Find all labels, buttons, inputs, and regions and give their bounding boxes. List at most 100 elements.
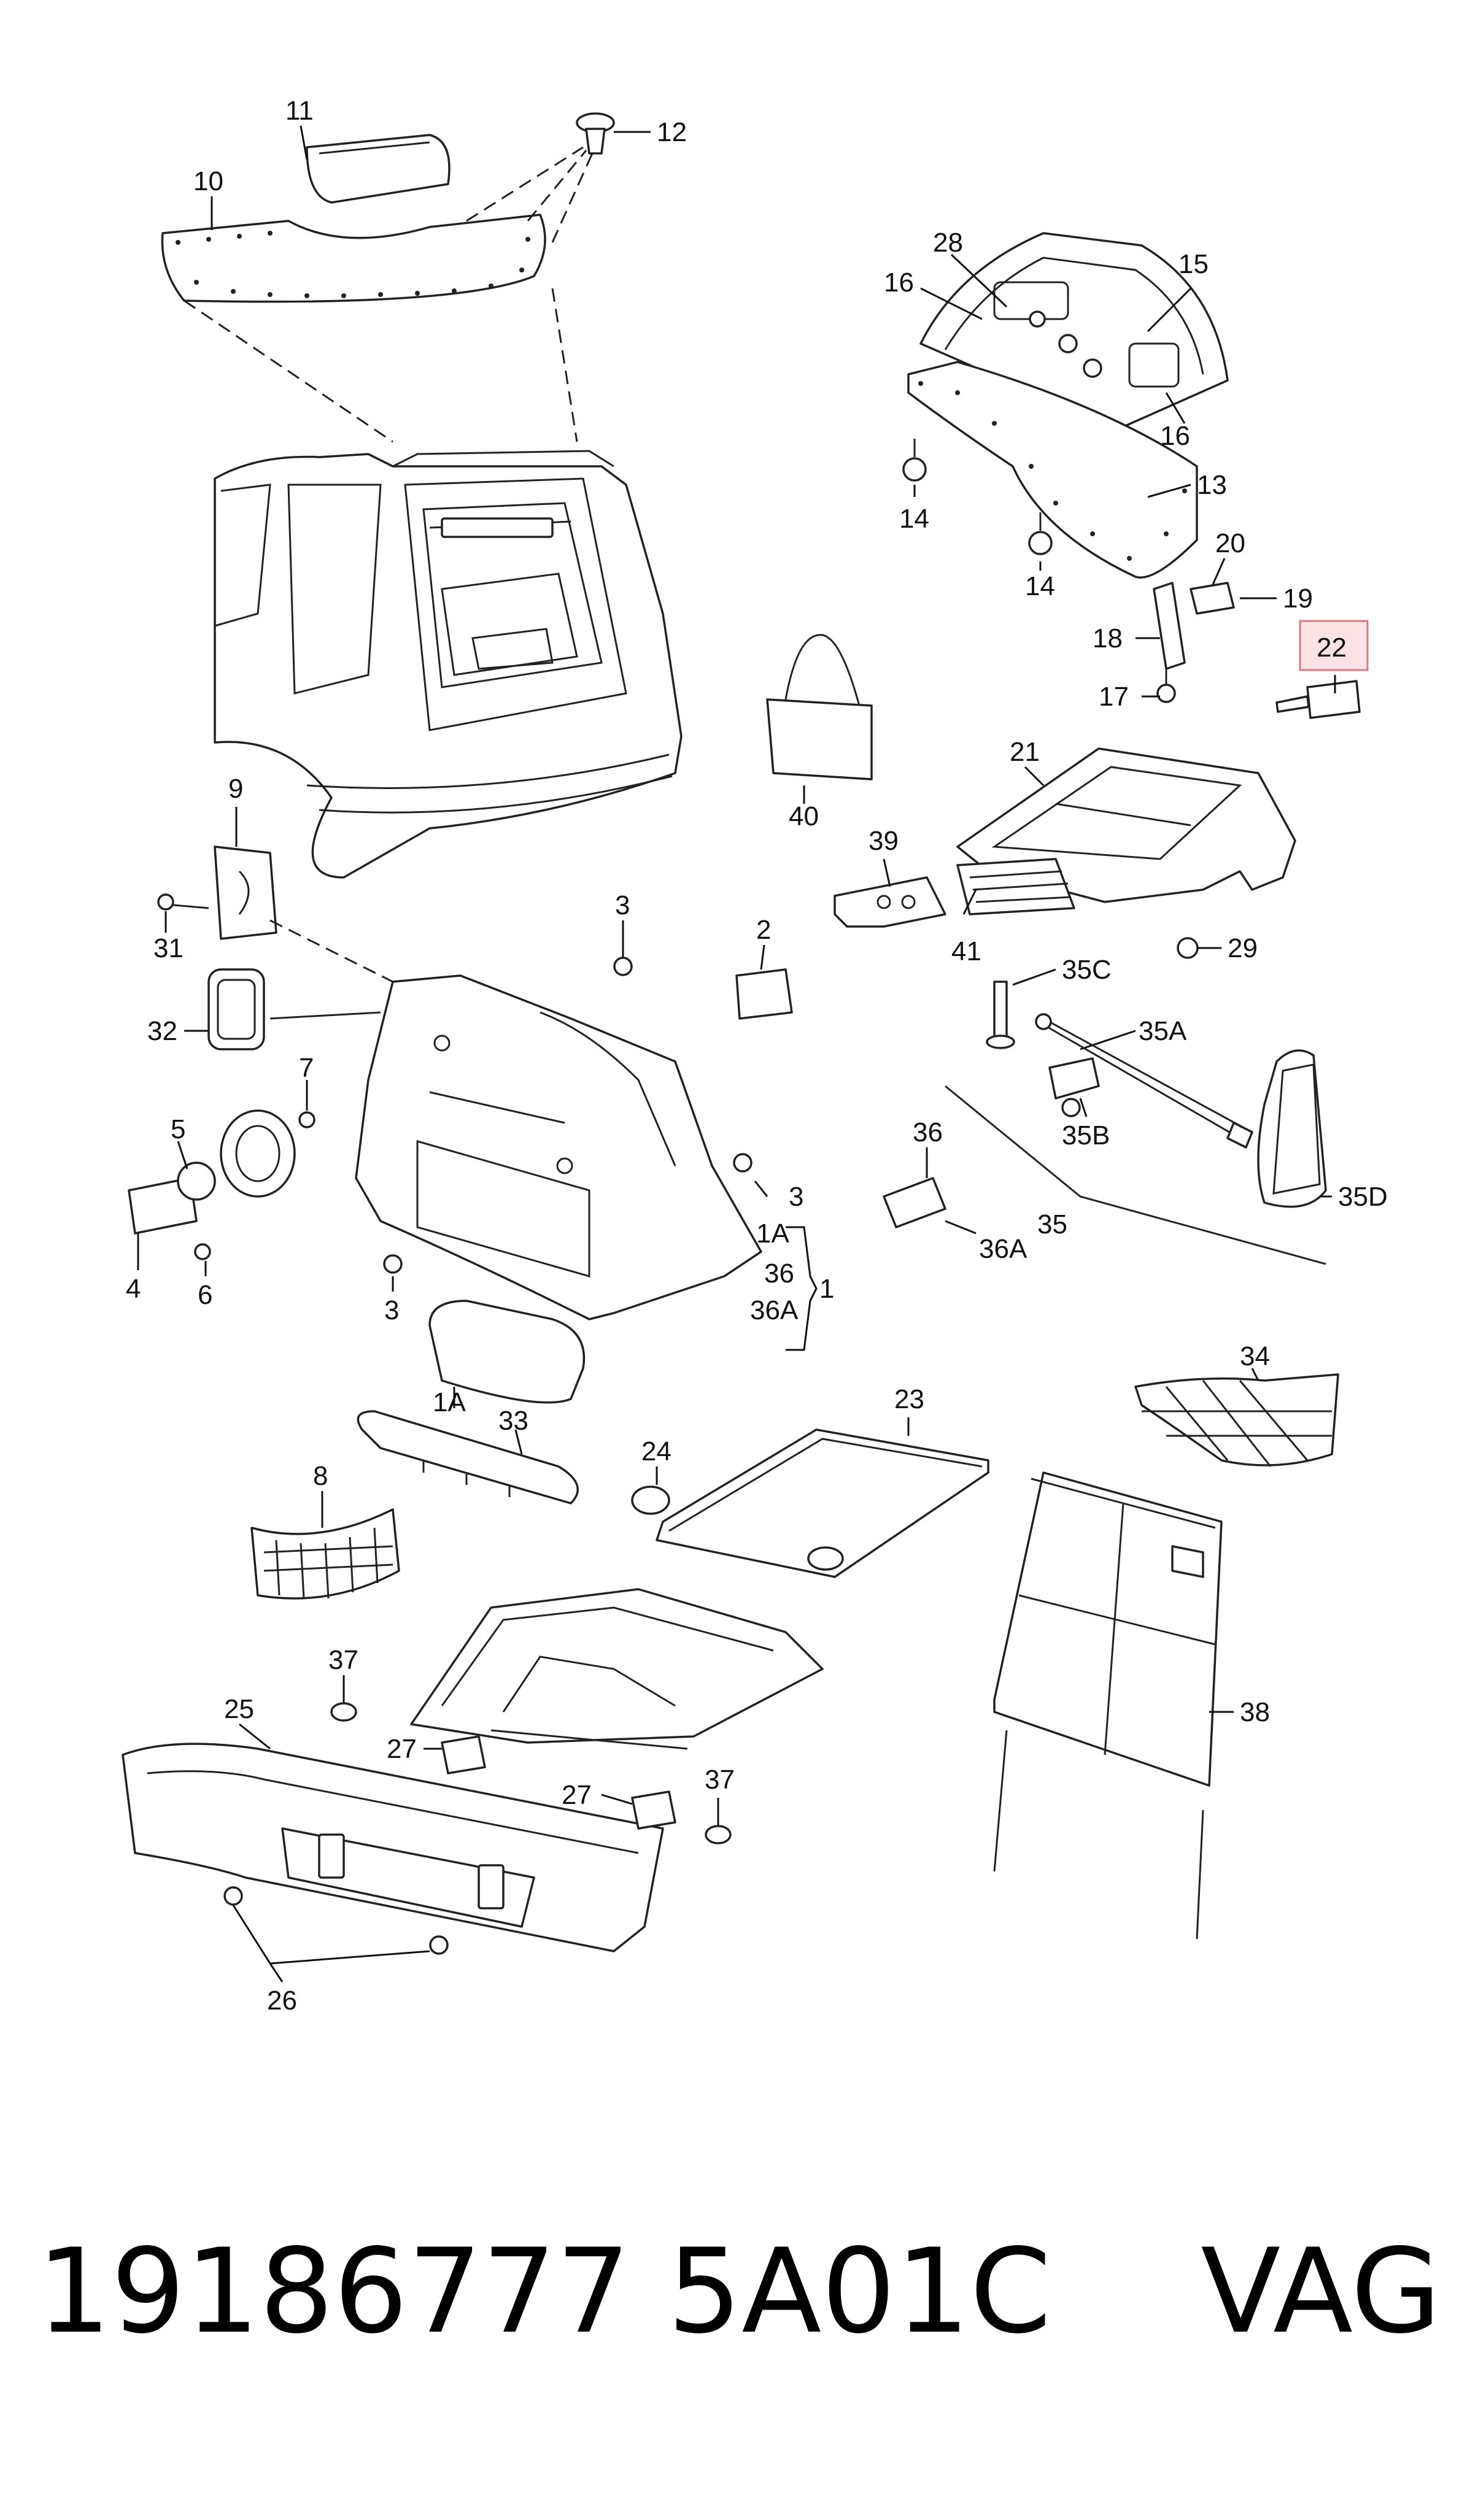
callout-17: 17 xyxy=(1099,682,1129,712)
sill-strip-part-33 xyxy=(357,1410,579,1505)
pin-part-35C xyxy=(986,981,1015,1049)
brand-label: VAG xyxy=(1201,2224,1441,2359)
knob-part-24 xyxy=(631,1485,670,1515)
callout-2: 2 xyxy=(756,915,771,945)
callout-7: 7 xyxy=(299,1053,314,1083)
callout-32: 32 xyxy=(147,1016,177,1046)
screws-part-15 xyxy=(1029,310,1102,378)
callout-24: 24 xyxy=(641,1436,671,1466)
callout-12: 12 xyxy=(657,117,687,147)
cover-part-1A xyxy=(428,1300,586,1404)
cargo-cover-part-38 xyxy=(993,1471,1223,1940)
trunk-floor-assembly xyxy=(410,1588,824,1750)
bolt-part-22 xyxy=(1275,680,1361,719)
callout-20: 20 xyxy=(1215,528,1245,558)
callout-8: 8 xyxy=(313,1461,328,1491)
callout-23: 23 xyxy=(894,1384,924,1414)
callout-28: 28 xyxy=(933,228,963,258)
part-number: 19186777 5A01C xyxy=(37,2224,1051,2359)
callout-16a: 16 xyxy=(884,268,914,298)
callout-26: 26 xyxy=(267,1986,297,2016)
callout-labels: 11 12 10 28 15 16 16 13 14 14 20 19 18 1… xyxy=(126,96,1388,2016)
clip-part-12 xyxy=(576,112,615,155)
callout-10: 10 xyxy=(193,166,223,196)
footer: 19186777 5A01C VAG xyxy=(0,2233,1478,2418)
tailgate-trim-part-10 xyxy=(161,214,546,303)
callout-3b: 3 xyxy=(789,1182,803,1212)
callout-19: 19 xyxy=(1283,584,1313,614)
bulb-holder-part-35B xyxy=(1048,1057,1100,1117)
callout-6: 6 xyxy=(198,1280,212,1310)
callout-15: 15 xyxy=(1178,249,1209,279)
screw-part-31 xyxy=(157,893,209,911)
callout-25: 25 xyxy=(224,1694,254,1724)
connector-part-36 xyxy=(883,1177,946,1228)
callout-35A: 35A xyxy=(1139,1016,1187,1046)
highlight-box-part-22 xyxy=(1299,620,1369,671)
callout-14b: 14 xyxy=(1025,571,1055,601)
callout-37b: 37 xyxy=(705,1765,735,1795)
callout-27b: 27 xyxy=(562,1780,592,1810)
sill-trim-part-13 xyxy=(907,361,1198,579)
callout-3c: 3 xyxy=(384,1295,399,1325)
hook-part-9 xyxy=(214,846,277,940)
holder-part-4 xyxy=(128,1177,198,1235)
callout-37a: 37 xyxy=(328,1645,358,1675)
latch-part-18 xyxy=(1153,582,1235,670)
callout-33: 33 xyxy=(498,1406,528,1436)
callout-40: 40 xyxy=(789,801,819,831)
clip-part-37 xyxy=(330,1702,732,1844)
liner-part-8 xyxy=(250,1508,400,1600)
callout-4: 4 xyxy=(126,1274,141,1304)
net-part-34 xyxy=(1134,1373,1339,1467)
callout-29: 29 xyxy=(1228,933,1258,963)
callout-11: 11 xyxy=(285,96,314,126)
callout-35C: 35C xyxy=(1062,955,1112,985)
mat-part-41 xyxy=(956,858,1075,915)
bag-part-40 xyxy=(766,634,873,780)
wiring-part-35A xyxy=(1035,1013,1253,1149)
grommet-part-29 xyxy=(1177,937,1199,959)
leader-lines xyxy=(137,125,1336,1982)
callout-31: 31 xyxy=(153,933,184,963)
callout-36A: 36A xyxy=(979,1234,1027,1264)
callout-39: 39 xyxy=(869,826,899,856)
clip-part-2 xyxy=(735,968,793,1020)
callout-21: 21 xyxy=(1010,737,1040,767)
sill-panel-part-25 xyxy=(122,1743,664,1952)
socket-part-7 xyxy=(220,1109,315,1198)
callout-1Ab: 1A xyxy=(433,1387,466,1417)
callout-34: 34 xyxy=(1240,1341,1270,1371)
side-trim-panel-part-1 xyxy=(355,974,762,1320)
screw-part-6 xyxy=(194,1243,211,1260)
clip-part-14 xyxy=(902,439,1053,555)
callout-14a: 14 xyxy=(899,504,929,534)
callout-3a: 3 xyxy=(615,890,630,920)
tailgate-cover-part-11 xyxy=(306,134,451,204)
callout-5: 5 xyxy=(171,1114,185,1144)
callout-35B: 35B xyxy=(1062,1120,1110,1150)
vehicle-rear-illustration xyxy=(214,450,683,879)
callout-35: 35 xyxy=(1037,1209,1067,1239)
callout-1: 1 xyxy=(819,1274,834,1304)
callout-35D: 35D xyxy=(1338,1182,1388,1212)
callout-36Ab: 36A xyxy=(750,1295,799,1325)
callout-22: 22 xyxy=(1317,633,1347,663)
cap-part-5 xyxy=(177,1162,216,1201)
floor-cover-part-23 xyxy=(656,1428,989,1578)
callout-18: 18 xyxy=(1093,623,1123,653)
screw-part-17 xyxy=(1156,669,1176,703)
callout-1Aa: 1A xyxy=(756,1219,789,1249)
screw-part-3 xyxy=(383,957,753,1274)
callout-16b: 16 xyxy=(1160,421,1190,451)
frame-part-32 xyxy=(207,968,265,1050)
callout-36: 36 xyxy=(913,1117,943,1147)
callout-9: 9 xyxy=(228,774,243,804)
callout-41: 41 xyxy=(951,936,981,966)
screw-part-26 xyxy=(223,1886,449,1955)
bracket-part-27 xyxy=(441,1735,676,1830)
callout-13: 13 xyxy=(1197,470,1227,500)
callout-38: 38 xyxy=(1240,1697,1270,1727)
callout-27a: 27 xyxy=(387,1734,417,1764)
